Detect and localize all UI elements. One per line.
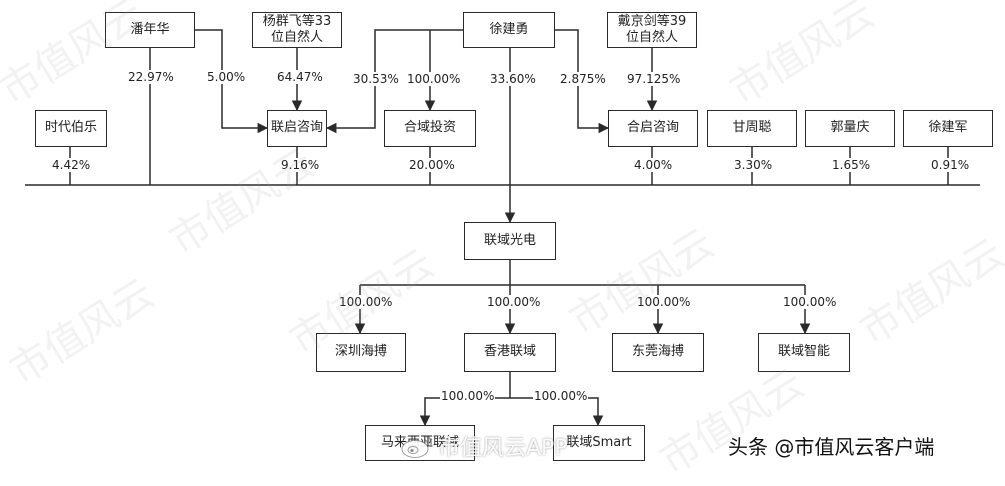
- pct-yang-lianqi: 64.47%: [276, 70, 324, 84]
- node-lianqi-zixun: 联启咨询: [267, 110, 327, 147]
- pct-lianqi-target: 9.16%: [280, 158, 321, 172]
- app-watermark: 市值风云APP: [400, 430, 568, 462]
- pct-shidai-target: 4.42%: [51, 158, 92, 172]
- pct-to-malaixiya: 100.00%: [440, 389, 496, 403]
- pct-xu-hecheng: 100.00%: [406, 72, 462, 86]
- node-xu-jianjun: 徐建军: [903, 110, 993, 147]
- node-xu-jianyong: 徐建勇: [463, 12, 555, 48]
- node-shenzhen-haibo: 深圳海搏: [316, 333, 406, 372]
- footer-credit: 头条 @市值风云客户端: [728, 435, 935, 459]
- pct-guo-target: 1.65%: [831, 158, 872, 172]
- node-guo-huangqing: 郭量庆: [805, 110, 895, 147]
- pct-to-smart: 100.00%: [533, 389, 589, 403]
- pct-pan-lianqi: 5.00%: [206, 70, 247, 84]
- node-lianyu-zhineng: 联域智能: [758, 333, 850, 372]
- node-lianyu-guangdian: 联域光电: [464, 222, 556, 260]
- node-yang-qunfei: 杨群飞等33 位自然人: [252, 12, 342, 48]
- node-gan-zhoucong: 甘周聪: [707, 110, 797, 147]
- pct-gan-target: 3.30%: [733, 158, 774, 172]
- node-xianggang-lianyu: 香港联域: [464, 333, 556, 372]
- node-dongguan-haibo: 东莞海搏: [612, 333, 704, 372]
- pct-to-xianggang: 100.00%: [486, 295, 542, 309]
- pct-to-shenzhen: 100.00%: [338, 295, 394, 309]
- node-dai-jingjian: 戴京剑等39 位自然人: [607, 12, 697, 48]
- pct-xujianjun-target: 0.91%: [930, 158, 971, 172]
- pct-to-zhineng: 100.00%: [782, 295, 838, 309]
- pct-pan-target: 22.97%: [127, 70, 175, 84]
- node-hecheng-touzi: 合域投资: [384, 110, 476, 147]
- pct-xu-heqi: 2.875%: [559, 72, 607, 86]
- node-lianyu-smart: 联域Smart: [553, 425, 645, 461]
- pct-xu-target: 33.60%: [489, 72, 537, 86]
- pct-to-dongguan: 100.00%: [636, 295, 692, 309]
- pct-heqi-target: 4.00%: [633, 158, 674, 172]
- node-shidai-bole: 时代伯乐: [35, 110, 107, 147]
- node-pan-nianhua: 潘年华: [105, 12, 195, 48]
- pct-xu-lianqi: 30.53%: [352, 72, 400, 86]
- app-watermark-text: 市值风云APP: [438, 436, 568, 461]
- pct-dai-heqi: 97.125%: [626, 72, 682, 86]
- weibo-icon: [401, 435, 432, 458]
- pct-hecheng-target: 20.00%: [408, 158, 456, 172]
- node-heqi-zixun: 合启咨询: [608, 110, 698, 147]
